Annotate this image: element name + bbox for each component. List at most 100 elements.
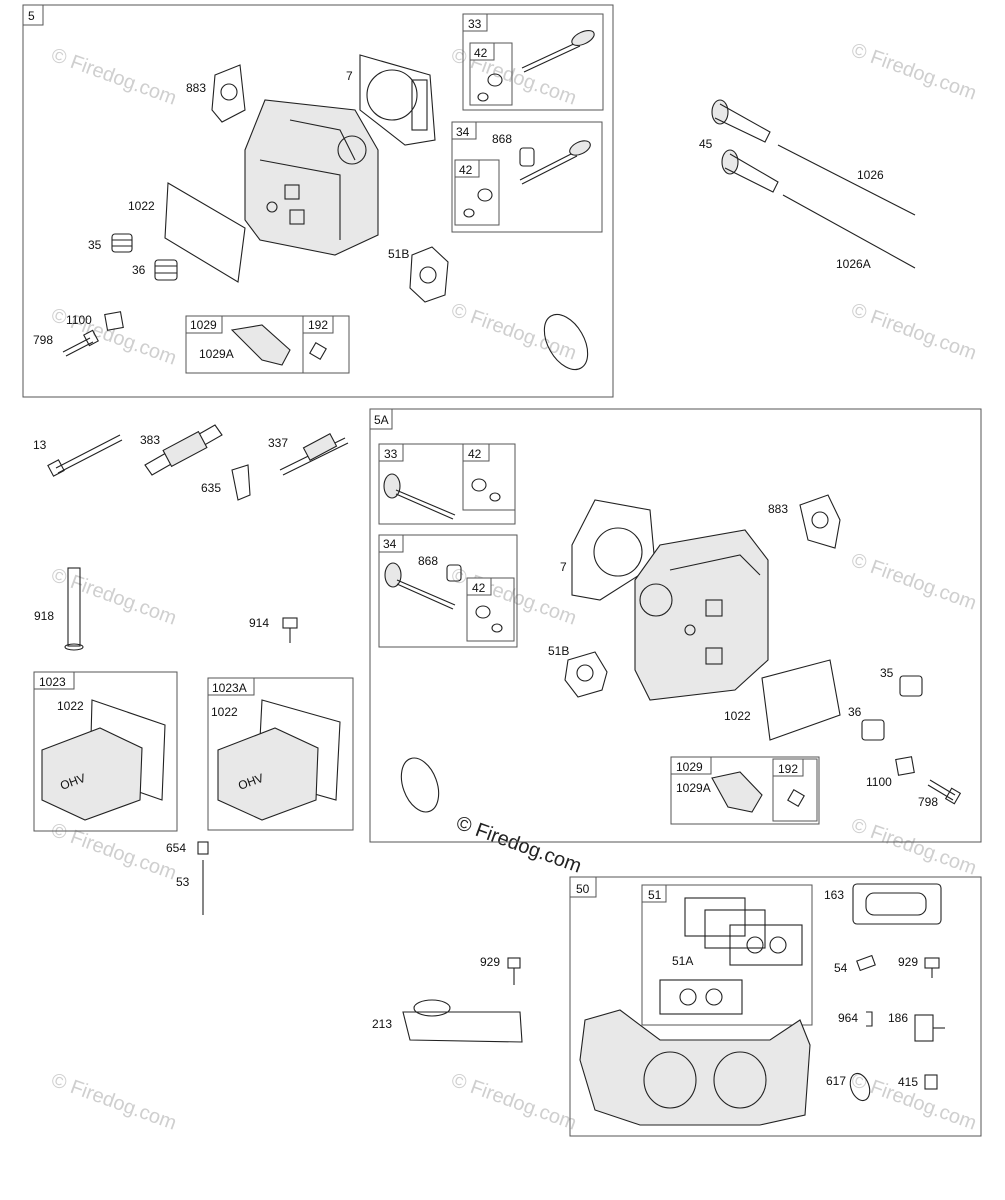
spring-36-mid: 36 — [848, 705, 885, 741]
label-51b-top: 51B — [388, 247, 409, 261]
o-ring-top — [543, 313, 589, 371]
gasket-163: 163 — [824, 883, 942, 925]
label-34-mid: 34 — [383, 537, 397, 551]
watermark-6: © Firedog.com — [848, 299, 979, 365]
tube-918: 918 — [34, 567, 84, 651]
label-1022-kit-a: 1022 — [57, 699, 84, 713]
label-1100-top: 1100 — [66, 313, 92, 327]
section-5-label: 5 — [28, 9, 35, 23]
label-617: 617 — [826, 1074, 846, 1088]
label-1029-top: 1029 — [190, 318, 217, 332]
clip-1100-mid: 1100 — [866, 756, 915, 789]
label-1023a: 1023A — [212, 681, 247, 695]
label-914: 914 — [249, 616, 269, 630]
label-929-lower: 929 — [480, 955, 500, 969]
label-51: 51 — [648, 888, 662, 902]
label-42-top-a: 42 — [474, 46, 488, 60]
label-33-top: 33 — [468, 17, 482, 31]
seal-617: 617 — [826, 1072, 871, 1102]
intake-manifold — [579, 1009, 811, 1126]
section-5: 5 883 7 1022 — [22, 4, 614, 398]
bolt-798: 798 — [33, 329, 99, 357]
spring-35-mid: 35 — [880, 666, 923, 697]
gasket-51b-mid: 51B — [548, 644, 608, 698]
boot-635: 635 — [201, 464, 251, 501]
watermark-12: © Firedog.com — [48, 1069, 179, 1135]
watermark-3: © Firedog.com — [848, 39, 979, 105]
gasket-51b: 51B — [388, 246, 449, 303]
label-1023: 1023 — [39, 675, 66, 689]
label-1029-mid: 1029 — [676, 760, 703, 774]
clip-964: 964 — [838, 1011, 873, 1027]
label-1029a-mid: 1029A — [676, 781, 711, 795]
label-51a: 51A — [672, 954, 693, 968]
clip-1100: 1100 — [66, 311, 124, 331]
section-5a: 5A 33 42 34 868 42 — [369, 408, 982, 843]
label-1026a: 1026A — [836, 257, 871, 271]
label-186: 186 — [888, 1011, 908, 1025]
kit-1029-mid: 1029 1029A 192 — [670, 756, 820, 825]
cylinder-head — [244, 99, 379, 256]
kit-1029-top: 1029 1029A 192 — [185, 315, 350, 374]
label-35-mid: 35 — [880, 666, 894, 680]
section-50: 50 51 51A 163 54 929 — [569, 876, 982, 1137]
label-51b-mid: 51B — [548, 644, 569, 658]
label-868-mid: 868 — [418, 554, 438, 568]
nut-654: 654 — [166, 841, 209, 855]
label-192-mid: 192 — [778, 762, 798, 776]
label-35-top: 35 — [88, 238, 102, 252]
gasket-883: 883 — [186, 64, 246, 123]
label-7: 7 — [346, 69, 353, 83]
label-1029a-top: 1029A — [199, 347, 234, 361]
label-36-top: 36 — [132, 263, 146, 277]
label-163: 163 — [824, 888, 844, 902]
head-gasket-7: 7 — [346, 54, 436, 146]
kit-51: 51 51A — [641, 884, 813, 1026]
screw-929-right: 929 — [898, 955, 940, 978]
kit-1023: 1023 1022 OHV — [33, 671, 178, 832]
label-929-right: 929 — [898, 955, 918, 969]
section-5a-label: 5A — [374, 413, 389, 427]
plug-415: 415 — [898, 1074, 938, 1090]
label-883-mid: 883 — [768, 502, 788, 516]
bolt-798-mid: 798 — [918, 779, 962, 809]
spring-36: 36 — [132, 259, 178, 281]
spring-35: 35 — [88, 233, 133, 253]
bolt-13: 13 — [33, 434, 123, 477]
label-45: 45 — [699, 137, 713, 151]
label-7-mid: 7 — [560, 560, 567, 574]
label-1100-mid: 1100 — [866, 775, 892, 789]
label-964: 964 — [838, 1011, 858, 1025]
label-1022-mid: 1022 — [724, 709, 751, 723]
part-383: 383 — [140, 424, 223, 476]
label-36-mid: 36 — [848, 705, 862, 719]
section-50-label: 50 — [576, 882, 590, 896]
label-868-top: 868 — [492, 132, 512, 146]
label-1022-top: 1022 — [128, 199, 155, 213]
stud-53: 53 — [176, 860, 204, 915]
valve-cover-gasket-1022: 1022 — [128, 182, 246, 283]
label-42-mid-b: 42 — [472, 581, 486, 595]
label-383: 383 — [140, 433, 160, 447]
label-1022-kit-b: 1022 — [211, 705, 238, 719]
pushrods-group: 45 1026 1026A — [699, 99, 916, 271]
label-33-mid: 33 — [384, 447, 398, 461]
label-42-top-b: 42 — [459, 163, 473, 177]
label-798-mid: 798 — [918, 795, 938, 809]
label-635: 635 — [201, 481, 221, 495]
label-213: 213 — [372, 1017, 392, 1031]
screw-914: 914 — [249, 616, 298, 643]
kit-34-mid: 34 868 42 — [378, 534, 518, 648]
watermark-11: © Firedog.com — [848, 814, 979, 880]
watermark-10: © Firedog.com — [48, 819, 179, 885]
watermark-9: © Firedog.com — [848, 549, 979, 615]
kit-34-top: 34 868 42 — [451, 121, 603, 233]
label-1026: 1026 — [857, 168, 884, 182]
screw-54: 54 — [834, 954, 876, 975]
cylinder-head-mid — [634, 529, 769, 701]
label-654: 654 — [166, 841, 186, 855]
watermark-main: © Firedog.com — [453, 812, 584, 878]
watermark-13: © Firedog.com — [448, 1069, 579, 1135]
o-ring-mid — [400, 757, 440, 813]
